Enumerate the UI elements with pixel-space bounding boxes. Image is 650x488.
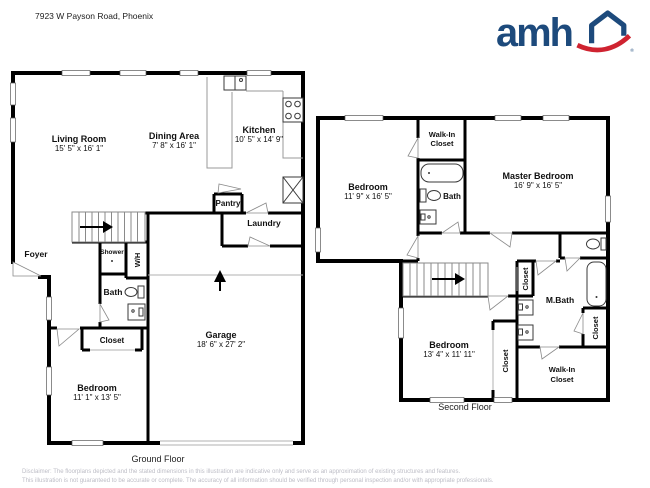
room-label-closet: Closet (100, 336, 125, 345)
refrigerator (282, 176, 304, 204)
second-floor-label: Second Floor (438, 402, 492, 412)
room-label-bath-2: Bath (443, 192, 461, 201)
bath-door (99, 302, 110, 323)
laundry-door (245, 202, 269, 214)
room-label-walkin-top-2: Closet (431, 139, 454, 148)
master-door (488, 232, 513, 248)
ground-toilet (124, 285, 145, 299)
ground-floor-label: Ground Floor (131, 454, 184, 464)
garage-door (160, 440, 293, 446)
room-label-closet-bedroom: Closet (501, 349, 510, 372)
registered-mark: ® (630, 47, 634, 54)
ground-bath-sink (127, 303, 146, 321)
walkin-top-door (407, 136, 419, 159)
room-label-foyer: Foyer (24, 249, 48, 259)
property-address: 7923 W Payson Road, Phoenix (35, 11, 154, 21)
laundry-garage-door (247, 236, 271, 247)
disclaimer-line-2: This illustration is not guaranteed to b… (22, 478, 494, 484)
bedroom-door (56, 328, 81, 347)
room-label-kitchen: Kitchen (242, 125, 275, 135)
stairs-up-arrow-2 (455, 273, 465, 285)
ground-floor-plan: Living Room 15' 5" x 16' 1" Dining Area … (10, 70, 305, 464)
room-label-walkin-bottom-2: Closet (551, 375, 574, 384)
room-label-walkin-top-1: Walk-In (429, 130, 456, 139)
bedroom-left-door (406, 234, 419, 259)
mbath-vanity-1 (517, 299, 534, 316)
mbath-vanity-2 (517, 324, 534, 341)
room-label-shower: Shower (100, 249, 124, 256)
second-bath-sink (419, 209, 437, 225)
room-label-garage: Garage (205, 330, 236, 340)
mbath-toilet (586, 237, 607, 251)
room-label-laundry: Laundry (247, 218, 281, 228)
room-label-mbath: M.Bath (546, 295, 574, 305)
brand-wordmark: amh (496, 11, 572, 54)
second-floor-plan: Bedroom 11' 9" x 16' 5" Walk-In Closet B… (315, 115, 611, 412)
wc-door (564, 257, 581, 272)
kitchen-sink (223, 75, 247, 91)
room-dims-bedroom: 11' 1" x 13' 5" (73, 393, 121, 402)
front-door (12, 261, 42, 277)
ground-doors (12, 183, 271, 347)
house-icon (589, 10, 627, 44)
room-label-bath: Bath (104, 287, 123, 297)
ground-windows (10, 70, 272, 446)
room-dims-dining: 7' 8" x 16' 1" (152, 141, 196, 150)
room-label-wh: W/H (133, 253, 142, 268)
room-dims-bedroom-left: 11' 9" x 16' 5" (344, 192, 392, 201)
room-dims-bedroom-bottom: 13' 4" x 11' 11" (423, 350, 475, 359)
room-label-bedroom: Bedroom (77, 383, 117, 393)
mbath-door (535, 260, 558, 276)
room-dims-living: 15' 5" x 16' 1" (55, 144, 103, 153)
room-label-walkin-bottom-1: Walk-In (549, 365, 576, 374)
disclaimer: Disclaimer: The floorplans depicted and … (22, 468, 494, 486)
second-bath-toilet (419, 188, 441, 203)
red-swoosh-icon (576, 33, 632, 53)
ground-interior-walls (49, 192, 303, 443)
mbath-closet-door (573, 312, 584, 335)
room-label-closet-stairs: Closet (521, 267, 530, 290)
pantry-door (217, 183, 242, 194)
room-label-closet-mbath: Closet (591, 316, 600, 339)
room-dims-garage: 18' 6" x 27' 2" (197, 340, 245, 349)
walkin-bottom-door (539, 346, 561, 360)
room-dims-kitchen: 10' 5" x 14' 9" (235, 135, 283, 144)
room-label-living: Living Room (52, 134, 107, 144)
room-dims-master: 16' 9" x 16' 5" (514, 181, 562, 190)
second-bath-tub (420, 163, 464, 183)
bedroom-bottom-door (487, 295, 510, 311)
room-label-pantry: Pantry (216, 199, 241, 208)
bath-door-2 (440, 221, 461, 234)
room-label-bedroom-left: Bedroom (348, 182, 388, 192)
mbath-tub (586, 261, 607, 307)
stove (282, 97, 304, 123)
second-doors (406, 136, 584, 360)
entry-arrow (214, 270, 226, 291)
disclaimer-line-1: Disclaimer: The floorplans depicted and … (22, 469, 461, 475)
shower-drain (111, 260, 113, 262)
second-windows (315, 115, 611, 403)
ground-stairs (71, 211, 146, 243)
room-label-bedroom-bottom: Bedroom (429, 340, 469, 350)
room-label-master: Master Bedroom (502, 171, 573, 181)
ground-exterior-walls (11, 71, 305, 445)
second-stairs (402, 262, 489, 297)
stairs-up-arrow (103, 221, 113, 233)
room-label-dining: Dining Area (149, 131, 200, 141)
amh-logo: amh ® (496, 10, 634, 54)
